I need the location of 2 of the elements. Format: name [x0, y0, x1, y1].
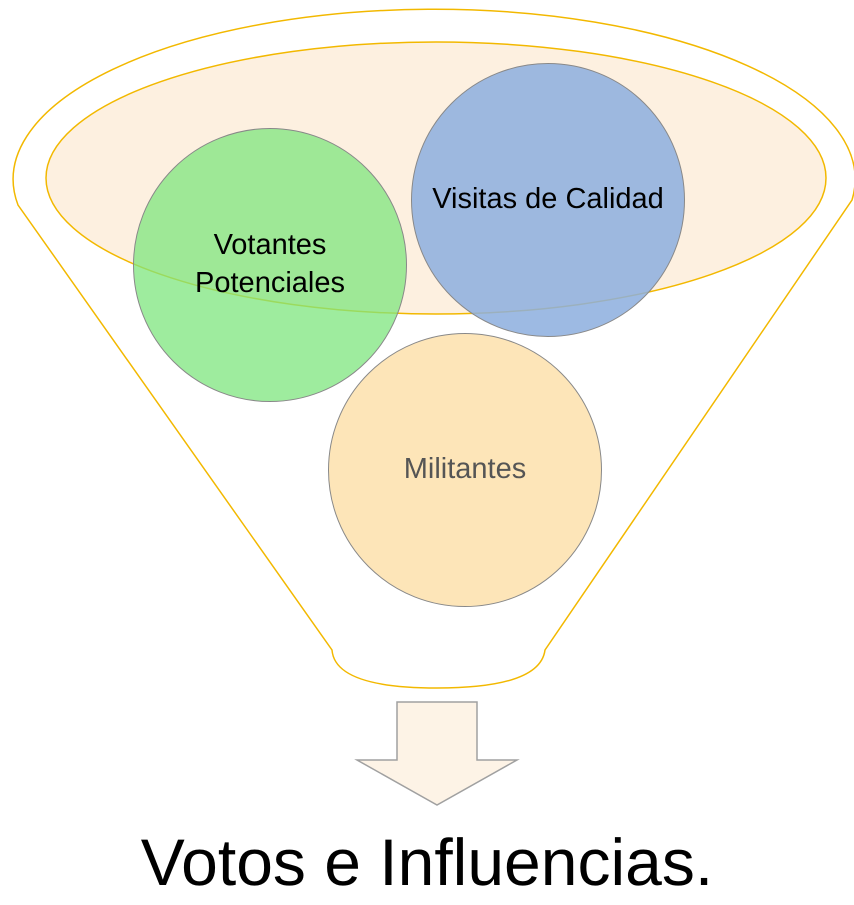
outcome-label: Votos e Influencias.	[140, 825, 714, 899]
block-arrow	[354, 701, 520, 806]
